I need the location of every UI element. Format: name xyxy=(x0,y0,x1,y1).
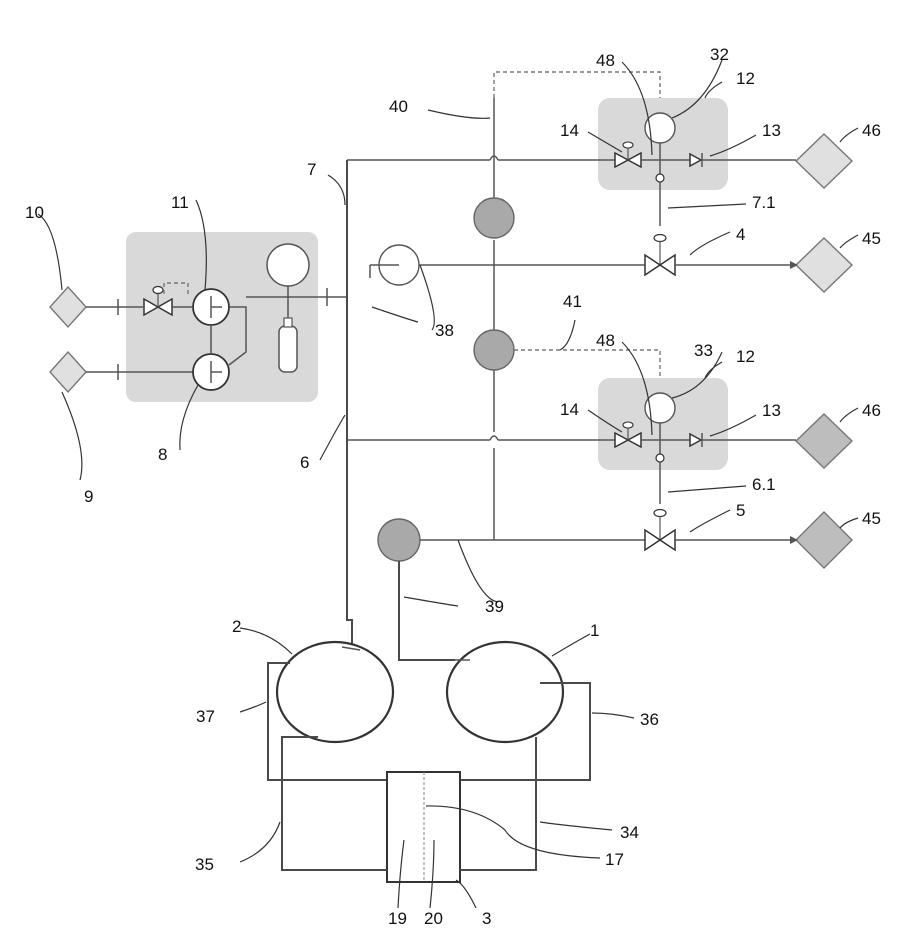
label-6: 6 xyxy=(300,453,309,472)
label-45-top: 45 xyxy=(862,229,881,248)
tank-icon-2 xyxy=(277,642,393,742)
label-2: 2 xyxy=(232,617,241,636)
label-3: 3 xyxy=(482,909,491,928)
label-36: 36 xyxy=(640,710,659,729)
tank-icon-1 xyxy=(447,642,563,742)
label-35: 35 xyxy=(195,855,214,874)
label-20: 20 xyxy=(424,909,443,928)
gas-cylinder-icon xyxy=(279,318,297,372)
pump-icon-11 xyxy=(193,289,229,325)
label-19: 19 xyxy=(388,909,407,928)
sensor-node-upper xyxy=(474,198,514,238)
label-5: 5 xyxy=(736,501,745,520)
label-13-top: 13 xyxy=(762,121,781,140)
label-8: 8 xyxy=(158,445,167,464)
label-7: 7 xyxy=(307,160,316,179)
label-13-bottom: 13 xyxy=(762,401,781,420)
diamond-terminal-45-top xyxy=(796,238,852,292)
diamond-terminal-9 xyxy=(50,352,86,392)
label-41: 41 xyxy=(563,292,582,311)
label-14-bottom: 14 xyxy=(560,400,579,419)
diamond-terminal-10 xyxy=(50,287,86,327)
valve-icon-4 xyxy=(645,235,675,276)
label-37: 37 xyxy=(196,707,215,726)
diamond-terminal-46-top xyxy=(796,134,852,188)
label-34: 34 xyxy=(620,823,639,842)
label-48-bottom: 48 xyxy=(596,331,615,350)
label-32: 32 xyxy=(710,45,729,64)
label-46-top: 46 xyxy=(862,121,881,140)
label-45-bottom: 45 xyxy=(862,509,881,528)
label-39: 39 xyxy=(485,597,504,616)
label-4: 4 xyxy=(736,225,745,244)
label-1: 1 xyxy=(590,621,599,640)
label-48-top: 48 xyxy=(596,51,615,70)
label-7-1: 7.1 xyxy=(752,193,776,212)
label-10: 10 xyxy=(25,203,44,222)
label-46-bottom: 46 xyxy=(862,401,881,420)
pump-icon-8 xyxy=(193,354,229,390)
label-17: 17 xyxy=(605,850,624,869)
label-40: 40 xyxy=(389,97,408,116)
diamond-terminal-45-bottom xyxy=(796,512,852,568)
valve-icon-5 xyxy=(645,510,675,551)
label-12-bottom: 12 xyxy=(736,347,755,366)
label-14-top: 14 xyxy=(560,121,579,140)
diamond-terminal-46-bottom xyxy=(796,414,852,468)
gauge-icon xyxy=(267,244,309,286)
node-39 xyxy=(378,519,420,561)
label-11: 11 xyxy=(171,193,189,212)
label-38: 38 xyxy=(435,321,454,340)
sensor-node-lower xyxy=(474,330,514,370)
label-12-top: 12 xyxy=(736,69,755,88)
label-9: 9 xyxy=(84,487,93,506)
label-6-1: 6.1 xyxy=(752,475,776,494)
label-33: 33 xyxy=(694,341,713,360)
